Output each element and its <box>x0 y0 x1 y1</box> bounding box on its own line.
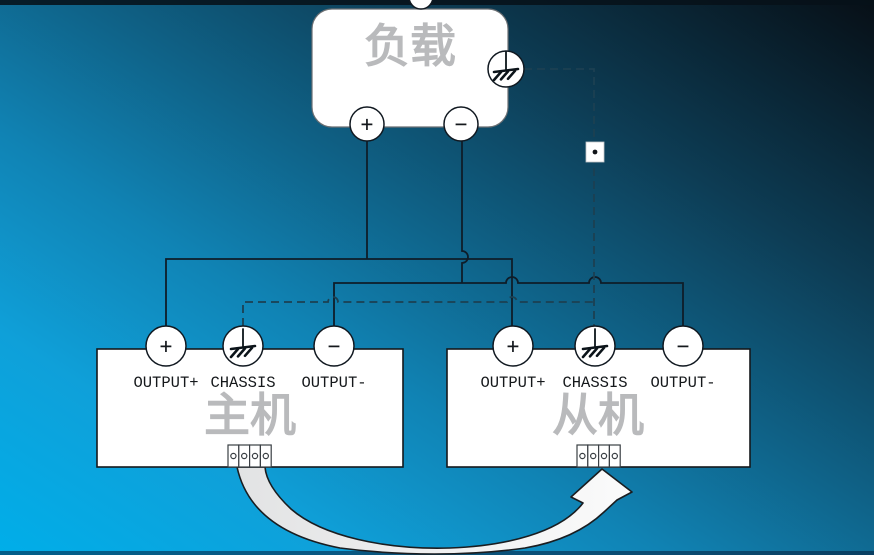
slave-output-positive-label: OUTPUT+ <box>480 374 545 392</box>
load-label: 负载 <box>364 19 456 73</box>
slave-output-negative-label: OUTPUT- <box>650 374 715 392</box>
slave-output-positive-terminal <box>492 325 534 367</box>
minus-icon: − <box>328 334 341 358</box>
slave-chassis-label: CHASSIS <box>562 374 627 392</box>
minus-icon: − <box>455 112 468 136</box>
master-output-negative-label: OUTPUT- <box>301 374 366 392</box>
ground-wire-master-to-slave <box>242 296 594 326</box>
master-output-positive-terminal <box>145 325 187 367</box>
master-connector-block <box>227 444 272 468</box>
parallel-cable-arrow <box>236 466 633 555</box>
minus-icon: − <box>677 334 690 358</box>
ground-wire-load-to-slave <box>524 68 595 326</box>
sense-marker-dot <box>592 149 598 155</box>
plus-icon: + <box>160 334 173 358</box>
slide-top-edge <box>0 0 874 5</box>
load-positive-terminal <box>349 106 385 142</box>
wire-load-negative <box>461 141 469 283</box>
plus-icon: + <box>361 112 374 136</box>
master-output-negative-terminal <box>313 325 355 367</box>
master-output-positive-label: OUTPUT+ <box>133 374 198 392</box>
wire-negative-bus <box>333 276 684 326</box>
slave-title: 从机 <box>552 388 644 442</box>
plus-icon: + <box>507 334 520 358</box>
wire-positive-bus <box>165 258 513 326</box>
slave-output-negative-terminal <box>662 325 704 367</box>
master-chassis-label: CHASSIS <box>210 374 275 392</box>
load-negative-terminal <box>443 106 479 142</box>
slave-connector-block <box>576 444 621 468</box>
load-top-terminal <box>408 0 434 10</box>
master-title: 主机 <box>204 388 296 442</box>
